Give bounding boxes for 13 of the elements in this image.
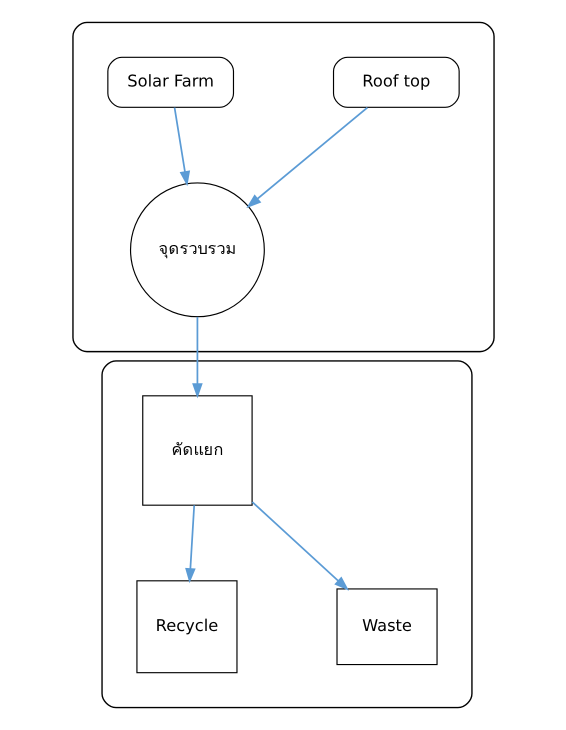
node-box: คัดแยก: [142, 395, 252, 506]
node-box: Waste: [336, 588, 438, 666]
node-box: Solar Farm: [106, 56, 234, 108]
node-box: Recycle: [136, 580, 238, 674]
cluster: [72, 22, 494, 352]
arrow: [173, 107, 190, 186]
cluster: [100, 360, 472, 708]
arrow: [251, 501, 349, 591]
arrow: [246, 106, 368, 208]
arrow: [192, 317, 202, 398]
arrow: [184, 505, 196, 584]
node-circle: จุดรวบรวม: [129, 182, 264, 318]
node-box: Roof top: [332, 56, 460, 108]
